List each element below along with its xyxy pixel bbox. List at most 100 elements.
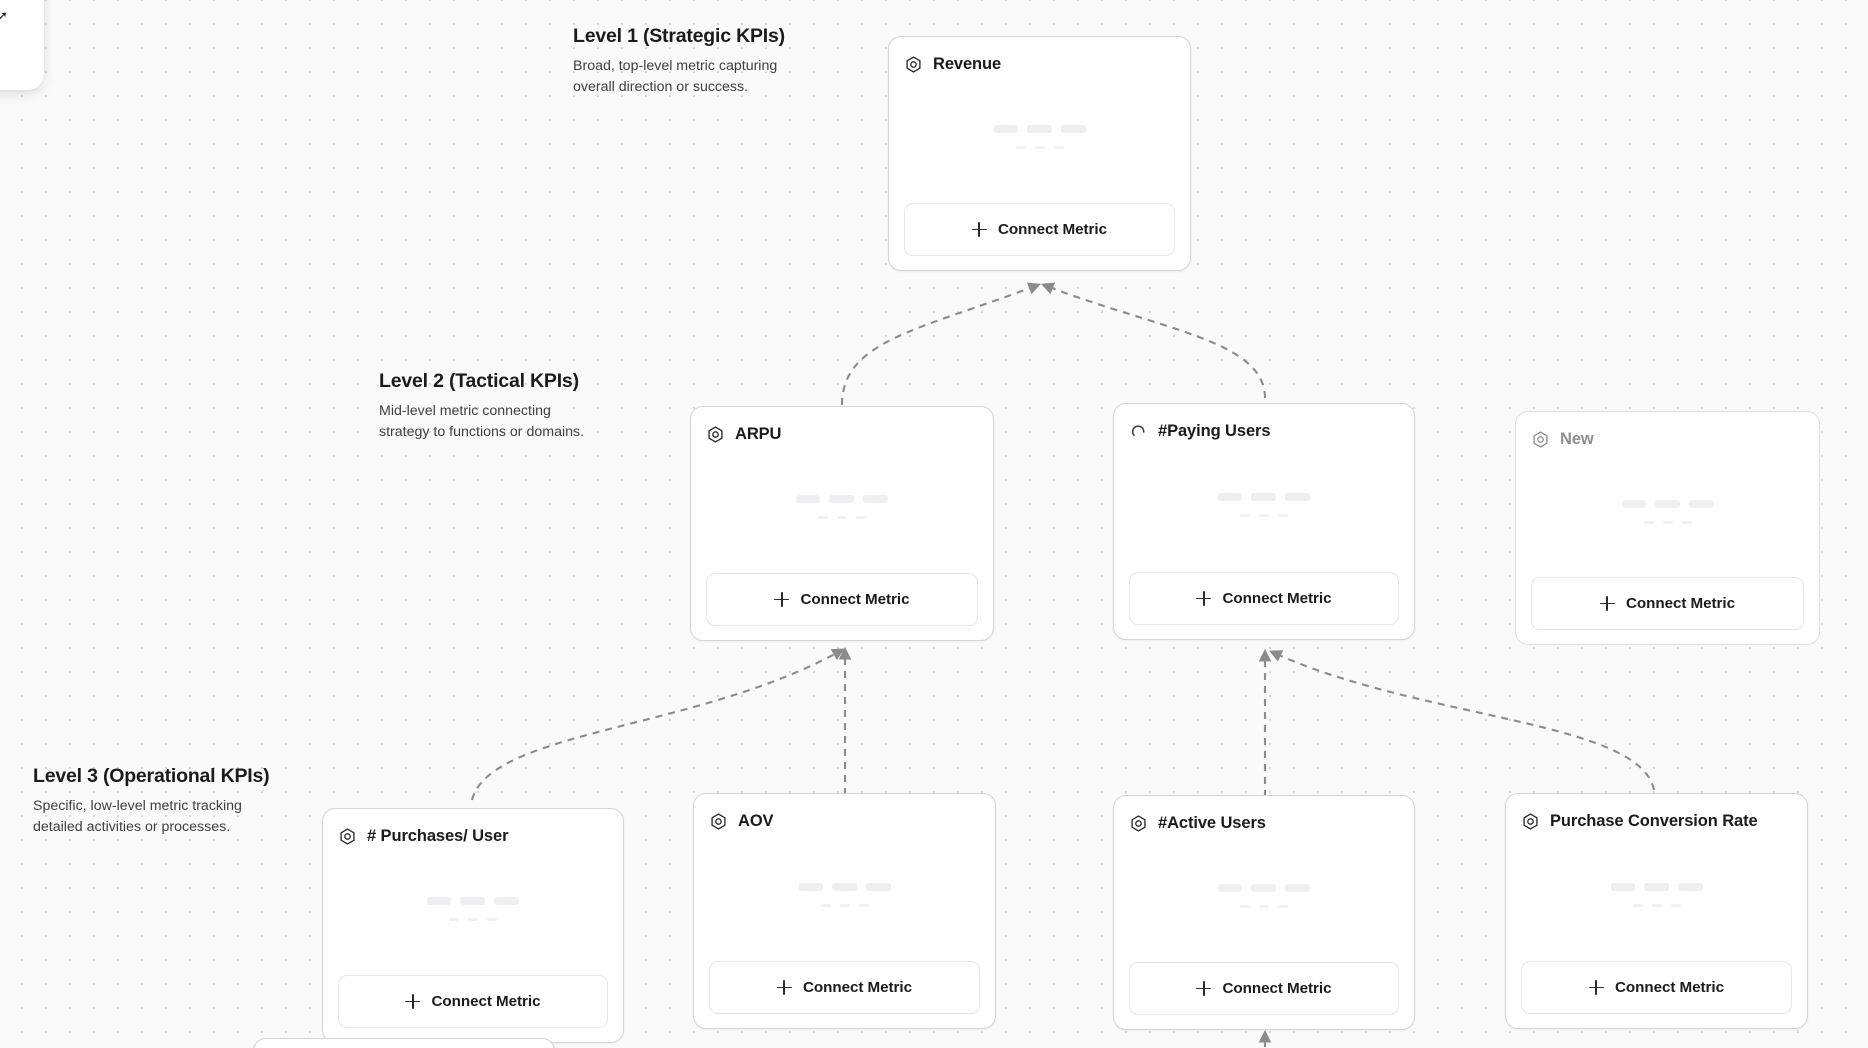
connect-metric-label: Connect Metric — [1614, 979, 1724, 996]
metric-hexagon-icon — [1533, 430, 1548, 448]
card-skeleton-body — [1129, 444, 1399, 572]
card-header: New — [1531, 426, 1804, 452]
card-title: #Paying Users — [1158, 421, 1271, 440]
skeleton-bar — [1053, 146, 1064, 149]
skeleton-bar — [1060, 125, 1086, 133]
metric-card-offscreen-bottom[interactable] — [253, 1038, 555, 1048]
level-3-description: Specific, low-level metric tracking deta… — [33, 798, 242, 835]
connect-metric-button[interactable]: Connect Metric — [1521, 961, 1792, 1014]
floating-toolbar-panel[interactable]: ➚ — [0, 0, 44, 90]
card-skeleton-body — [709, 834, 980, 961]
skeleton-bar — [460, 897, 485, 905]
card-header: #Paying Users — [1129, 418, 1399, 444]
skeleton-bar — [837, 516, 847, 519]
level-2-label-group: Level 2 (Tactical KPIs) Mid-level metric… — [379, 370, 594, 442]
metric-card-active-users[interactable]: #Active Users Connect Metric — [1113, 795, 1415, 1030]
skeleton-bar — [858, 903, 869, 907]
level-1-title: Level 1 (Strategic KPIs) — [573, 25, 785, 47]
skeleton-bar — [468, 918, 478, 921]
skeleton-bar — [1218, 493, 1242, 501]
skeleton-bar — [1026, 125, 1052, 133]
skeleton-bar — [1621, 499, 1646, 508]
card-skeleton-body — [338, 849, 608, 975]
toolbar-cursor-icon: ➚ — [0, 12, 8, 20]
skeleton-bar — [487, 918, 497, 921]
plus-icon — [1196, 591, 1212, 606]
skeleton-row-secondary — [1240, 905, 1288, 908]
skeleton-bar — [1240, 905, 1250, 908]
connect-metric-label: Connect Metric — [802, 979, 912, 996]
metric-card-purchases-per-user[interactable]: # Purchases/ User Connect Metric — [322, 808, 624, 1043]
metric-card-purchase-conversion-rate[interactable]: Purchase Conversion Rate Connect Metric — [1505, 793, 1808, 1029]
connect-metric-label: Connect Metric — [1625, 595, 1735, 612]
plus-icon — [971, 222, 987, 237]
connect-metric-button[interactable]: Connect Metric — [1129, 572, 1399, 625]
edge-paying-users-to-revenue — [1041, 282, 1267, 399]
skeleton-bar — [1681, 520, 1692, 524]
skeleton-row-secondary — [1643, 520, 1692, 524]
skeleton-bar — [1670, 903, 1681, 907]
card-title: New — [1560, 429, 1594, 448]
skeleton-bar — [427, 897, 451, 905]
skeleton-bar — [1285, 884, 1310, 892]
skeleton-row-primary — [1218, 884, 1310, 892]
metric-hexagon-icon — [708, 425, 723, 443]
skeleton-row-primary — [796, 495, 888, 503]
card-title: Revenue — [933, 54, 1002, 73]
connect-metric-button[interactable]: Connect Metric — [709, 961, 980, 1014]
skeleton-row-primary — [1610, 882, 1703, 891]
metric-card-arpu[interactable]: ARPU Connect Metric — [690, 406, 994, 641]
skeleton-bar — [796, 495, 820, 503]
card-skeleton-body — [904, 77, 1175, 203]
card-title: Purchase Conversion Rate — [1550, 811, 1758, 830]
skeleton-bar — [1654, 499, 1680, 508]
connect-metric-label: Connect Metric — [800, 591, 910, 608]
connect-metric-label: Connect Metric — [431, 993, 541, 1010]
skeleton-bar — [1610, 882, 1635, 891]
skeleton-bar — [1278, 514, 1288, 517]
edge-conversion-to-paying-users — [1269, 650, 1656, 791]
level-1-description: Broad, top-level metric capturing overal… — [573, 58, 778, 95]
metric-card-revenue[interactable]: Revenue Connect Metric — [888, 36, 1191, 271]
skeleton-row-primary — [993, 125, 1086, 133]
connect-metric-button[interactable]: Connect Metric — [904, 203, 1175, 256]
connect-metric-button[interactable]: Connect Metric — [1129, 962, 1399, 1015]
metric-card-new[interactable]: New Connect Metric — [1515, 411, 1820, 645]
card-skeleton-body — [706, 447, 978, 573]
level-2-title: Level 2 (Tactical KPIs) — [379, 370, 579, 392]
metric-card-paying-users[interactable]: #Paying Users Connect Metric — [1113, 403, 1415, 640]
card-header: Revenue — [904, 51, 1175, 77]
skeleton-row-secondary — [818, 516, 866, 519]
card-title: #Active Users — [1158, 813, 1266, 832]
card-header: ARPU — [706, 421, 978, 447]
metric-card-aov[interactable]: AOV Connect Metric — [693, 793, 996, 1029]
skeleton-bar — [1643, 520, 1654, 524]
skeleton-row-secondary — [1632, 903, 1681, 907]
level-2-description: Mid-level metric connecting strategy to … — [379, 403, 585, 440]
skeleton-bar — [829, 495, 854, 503]
level-1-label-group: Level 1 (Strategic KPIs) Broad, top-leve… — [573, 25, 788, 97]
metric-hexagon-icon — [906, 55, 921, 73]
skeleton-bar — [1651, 903, 1662, 907]
loading-spinner-icon — [1131, 424, 1145, 436]
card-skeleton-body — [1531, 452, 1804, 577]
skeleton-row-primary — [798, 882, 891, 891]
card-skeleton-body — [1521, 834, 1792, 961]
skeleton-bar — [1643, 882, 1669, 891]
connect-metric-button[interactable]: Connect Metric — [338, 975, 608, 1028]
skeleton-bar — [831, 882, 857, 891]
skeleton-bar — [1259, 514, 1269, 517]
plus-icon — [776, 980, 792, 995]
connect-metric-label: Connect Metric — [997, 221, 1107, 238]
skeleton-bar — [839, 903, 850, 907]
skeleton-row-primary — [1621, 499, 1714, 508]
plus-icon — [1588, 980, 1604, 995]
connect-metric-button[interactable]: Connect Metric — [1531, 577, 1804, 630]
card-skeleton-body — [1129, 836, 1399, 962]
metric-hexagon-icon — [340, 827, 355, 845]
skeleton-row-primary — [427, 897, 519, 905]
card-header: AOV — [709, 808, 980, 834]
card-header: # Purchases/ User — [338, 823, 608, 849]
connect-metric-button[interactable]: Connect Metric — [706, 573, 978, 626]
